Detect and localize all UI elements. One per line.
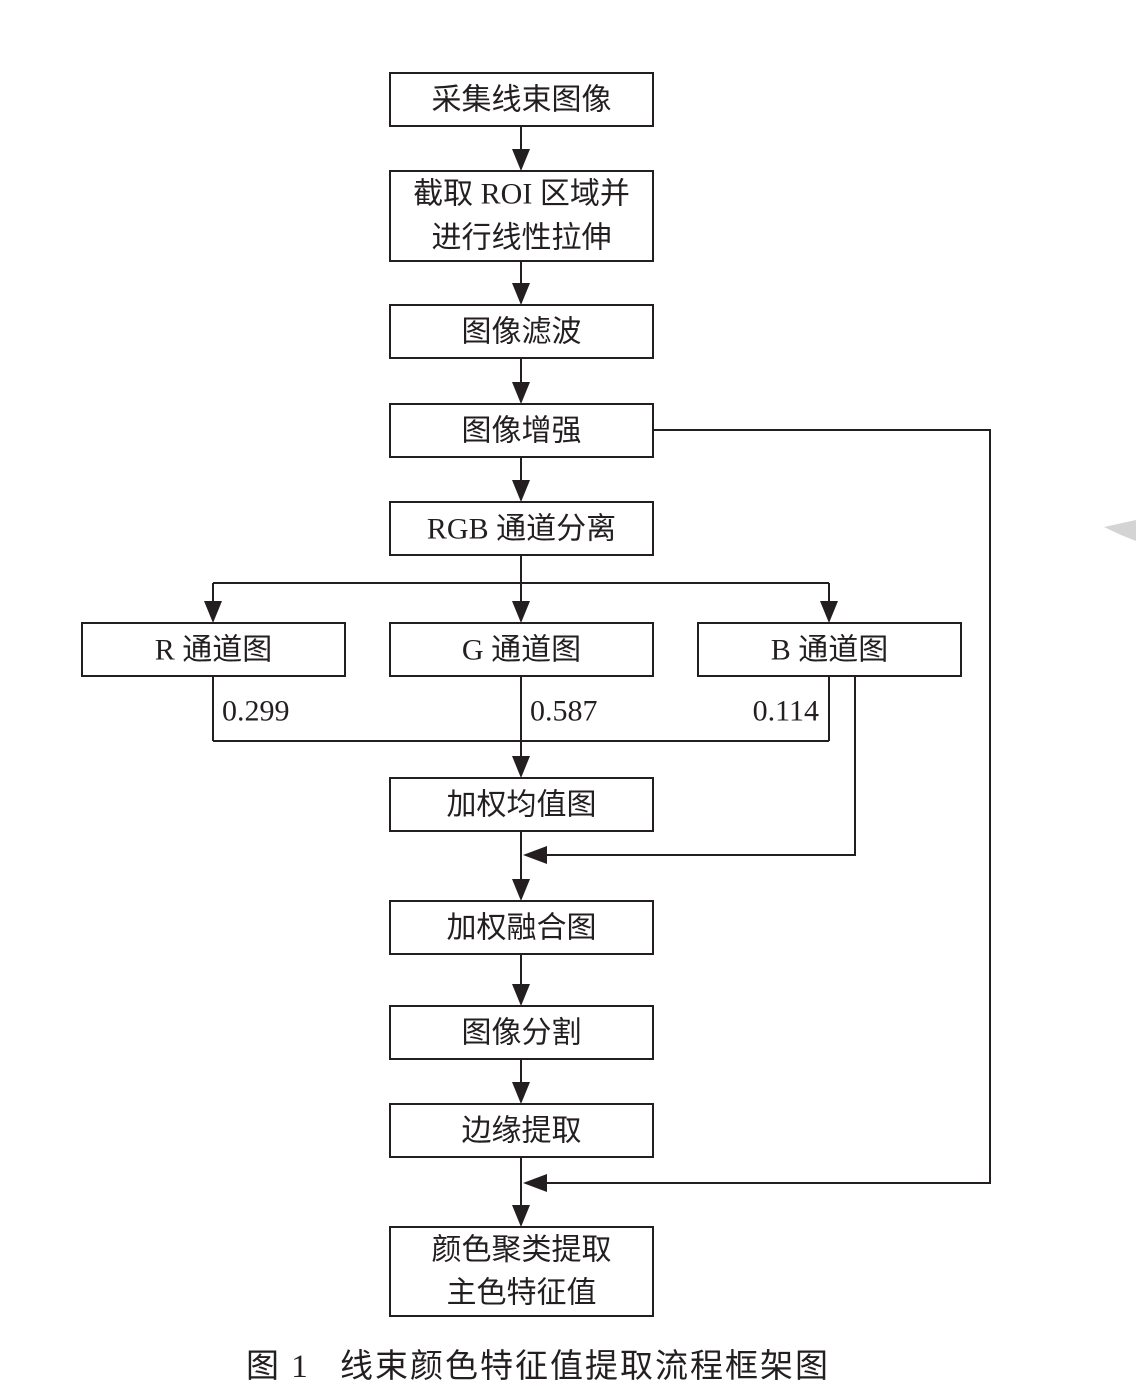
arrowhead-rgb: [512, 480, 530, 502]
node-weighted-fusion-label: 加权融合图: [447, 912, 597, 945]
node-enhance-label: 图像增强: [462, 415, 582, 448]
node-enhance: 图像增强: [389, 403, 654, 458]
node-segmentation: 图像分割: [389, 1005, 654, 1060]
weight-g-label: 0.587: [530, 695, 598, 728]
arrowhead-edge-extraction: [512, 1082, 530, 1104]
node-filter-label: 图像滤波: [462, 316, 582, 349]
arrowhead-weighted-fusion: [512, 879, 530, 901]
arrowhead-segmentation: [512, 984, 530, 1006]
node-r-channel: R 通道图: [81, 622, 346, 677]
node-cluster-label-line2: 主色特征值: [447, 1277, 597, 1310]
node-segmentation-box: [389, 1005, 654, 1060]
node-b-channel-label: B 通道图: [771, 634, 889, 667]
scan-artifact: [1104, 520, 1136, 541]
node-edge-extraction: 边缘提取: [389, 1103, 654, 1158]
node-roi-label-line1: 截取 ROI 区域并: [413, 178, 630, 211]
connectors: [204, 126, 991, 1227]
node-enhance-box: [389, 403, 654, 458]
arrowhead-enhance-bypass: [523, 1174, 547, 1192]
node-filter: 图像滤波: [389, 304, 654, 359]
node-g-channel-box: [389, 622, 654, 677]
node-r-channel-box: [81, 622, 346, 677]
node-weighted-mean: 加权均值图: [389, 777, 654, 832]
arrowhead-g-channel: [512, 601, 530, 623]
node-acquire-label: 采集线束图像: [432, 84, 612, 117]
weight-b-label: 0.114: [753, 695, 819, 728]
node-segmentation-label: 图像分割: [462, 1017, 582, 1050]
node-filter-box: [389, 304, 654, 359]
node-g-channel: G 通道图: [389, 622, 654, 677]
arrowhead-b-channel: [820, 601, 838, 623]
node-rgb-split: RGB 通道分离: [389, 501, 654, 556]
node-cluster: 颜色聚类提取 主色特征值: [389, 1226, 654, 1317]
node-b-channel-box: [697, 622, 962, 677]
node-roi-box: [389, 170, 654, 262]
arrowhead-weighted-mean: [512, 756, 530, 778]
node-weighted-fusion-box: [389, 900, 654, 955]
node-rgb-split-label: RGB 通道分离: [427, 513, 616, 546]
arrowhead-b-bypass: [523, 846, 547, 864]
edge-b-bypass-to-fusion: [534, 676, 856, 856]
node-weighted-mean-label: 加权均值图: [447, 789, 597, 822]
node-acquire-box: [389, 72, 654, 127]
arrowhead-r-channel: [204, 601, 222, 623]
edge-enhance-bypass-to-cluster: [534, 429, 991, 1184]
node-edge-extraction-label: 边缘提取: [462, 1115, 582, 1148]
arrowhead-roi: [512, 149, 530, 171]
node-roi-label-line2: 进行线性拉伸: [432, 222, 612, 255]
node-weighted-mean-box: [389, 777, 654, 832]
arrowhead-cluster: [512, 1205, 530, 1227]
node-acquire: 采集线束图像: [389, 72, 654, 127]
weight-r-label: 0.299: [222, 695, 290, 728]
node-edge-extraction-box: [389, 1103, 654, 1158]
arrowhead-enhance: [512, 382, 530, 404]
node-weighted-fusion: 加权融合图: [389, 900, 654, 955]
node-b-channel: B 通道图: [697, 622, 962, 677]
arrowhead-filter: [512, 283, 530, 305]
node-rgb-split-box: [389, 501, 654, 556]
figure-caption: 图 1 线束颜色特征值提取流程框架图: [246, 1348, 830, 1385]
node-cluster-label-line1: 颜色聚类提取: [432, 1234, 612, 1267]
node-roi: 截取 ROI 区域并 进行线性拉伸: [389, 170, 654, 262]
node-r-channel-label: R 通道图: [155, 634, 273, 667]
figure-caption-title: 线束颜色特征值提取流程框架图: [340, 1348, 830, 1385]
node-cluster-box: [389, 1226, 654, 1317]
figure-caption-label: 图 1: [246, 1349, 310, 1385]
node-g-channel-label: G 通道图: [462, 634, 581, 667]
